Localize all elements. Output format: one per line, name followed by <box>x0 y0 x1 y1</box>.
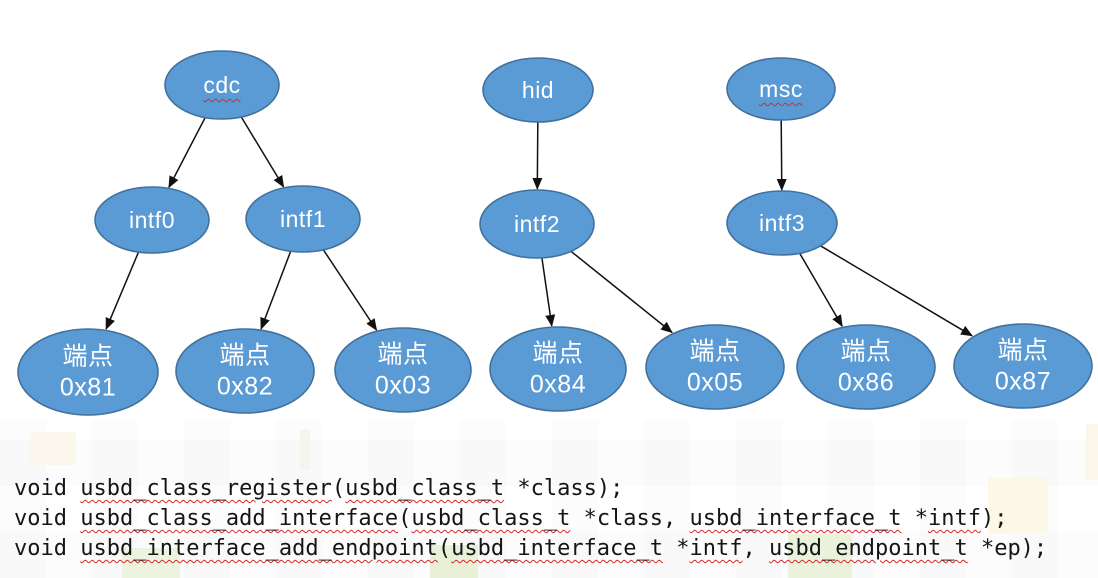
code-text: , <box>742 536 770 561</box>
code-text: *class, <box>570 506 690 531</box>
node-label-text: hid <box>521 76 555 103</box>
node-label-text: msc <box>759 75 803 102</box>
edge-intf2-ep84 <box>541 257 556 327</box>
code-identifier-misspelled: usbd_interface_t <box>451 536 664 561</box>
code-text: *ep); <box>967 536 1048 561</box>
code-text: *class); <box>504 476 624 501</box>
node-label-cdc: cdc <box>203 71 240 99</box>
node-label-text: intf0 <box>129 206 175 233</box>
node-label-text: 端点 <box>377 340 429 369</box>
code-block: void usbd_class_register(usbd_class_t *c… <box>14 474 1047 564</box>
code-text: ( <box>331 476 346 501</box>
code-identifier-misspelled: usbd_class_add_interface <box>80 506 399 531</box>
node-label-text: intf2 <box>514 210 560 237</box>
code-text: void <box>14 476 81 501</box>
code-text: ( <box>398 506 412 531</box>
code-text: void <box>14 536 81 561</box>
node-ep05 <box>645 324 785 410</box>
node-intf1 <box>245 185 361 253</box>
edge-intf0-ep81 <box>105 251 140 331</box>
node-label-text: 端点 <box>219 341 271 370</box>
node-label-text: intf1 <box>280 205 326 232</box>
code-identifier-misspelled: usbd_class_t <box>411 506 571 531</box>
node-cdc <box>164 50 280 120</box>
code-text: * <box>901 506 928 531</box>
node-label-msc: msc <box>759 75 803 103</box>
edge-intf3-ep87 <box>820 245 973 337</box>
node-ep84 <box>489 326 627 412</box>
nodes-group <box>17 50 1093 416</box>
node-sublabel-text: 0x81 <box>59 373 117 401</box>
node-label-intf0: intf0 <box>129 206 175 234</box>
node-ep81 <box>17 328 159 416</box>
edge-cdc-intf0 <box>168 117 206 189</box>
code-line: void usbd_interface_add_endpoint(usbd_in… <box>14 534 1047 564</box>
node-label-intf1: intf1 <box>280 205 326 233</box>
node-label-text: 端点 <box>62 342 114 371</box>
node-sublabel-text: 0x03 <box>374 371 432 399</box>
code-identifier-misspelled: usbd_interface_t <box>689 506 902 531</box>
edge-intf2-ep05 <box>570 250 673 334</box>
node-label-intf3: intf3 <box>759 209 805 237</box>
node-ep87 <box>953 323 1093 409</box>
node-label-text: intf3 <box>759 209 805 236</box>
node-sublabel-text: 0x84 <box>529 370 587 398</box>
node-intf2 <box>479 189 595 259</box>
edge-intf1-ep03 <box>322 249 378 331</box>
edge-cdc-intf1 <box>240 116 285 188</box>
node-label-text: 端点 <box>532 339 584 368</box>
code-identifier-misspelled: intf <box>927 506 981 531</box>
edge-intf1-ep82 <box>260 250 292 330</box>
code-identifier-misspelled: usbd_interface_add_endpoint <box>80 536 438 561</box>
edge-intf3-ep86 <box>799 252 843 328</box>
code-identifier-misspelled: intf <box>689 536 743 561</box>
edges-group <box>105 116 973 337</box>
code-identifier-misspelled: usbd_class_t <box>345 476 505 501</box>
node-ep86 <box>796 324 936 410</box>
code-line: void usbd_class_add_interface(usbd_class… <box>14 504 1047 534</box>
node-hid <box>482 57 594 123</box>
node-label-text: 端点 <box>997 336 1049 365</box>
code-text: ( <box>437 536 452 561</box>
node-label-intf2: intf2 <box>514 210 560 238</box>
code-text: void <box>14 506 81 531</box>
edge-hid-intf2 <box>532 121 543 190</box>
code-identifier-misspelled: usbd_endpoint_t <box>769 536 968 561</box>
node-label-text: cdc <box>203 71 241 98</box>
node-sublabel-text: 0x86 <box>837 368 895 396</box>
code-text: * <box>663 536 690 561</box>
node-sublabel-text: 0x05 <box>686 368 744 396</box>
code-line: void usbd_class_register(usbd_class_t *c… <box>14 474 1047 504</box>
node-sublabel-text: 0x82 <box>216 372 274 400</box>
node-label-text: 端点 <box>689 337 741 366</box>
node-msc <box>726 57 836 121</box>
node-intf3 <box>726 190 838 256</box>
code-text: ); <box>980 506 1008 531</box>
code-identifier-misspelled: usbd_class_register <box>80 476 332 501</box>
node-sublabel-text: 0x87 <box>994 367 1052 395</box>
edge-msc-intf3 <box>776 119 787 191</box>
node-ep03 <box>334 327 472 413</box>
node-intf0 <box>94 186 210 254</box>
node-label-text: 端点 <box>840 337 892 366</box>
node-label-hid: hid <box>522 76 554 104</box>
node-ep82 <box>175 328 315 414</box>
